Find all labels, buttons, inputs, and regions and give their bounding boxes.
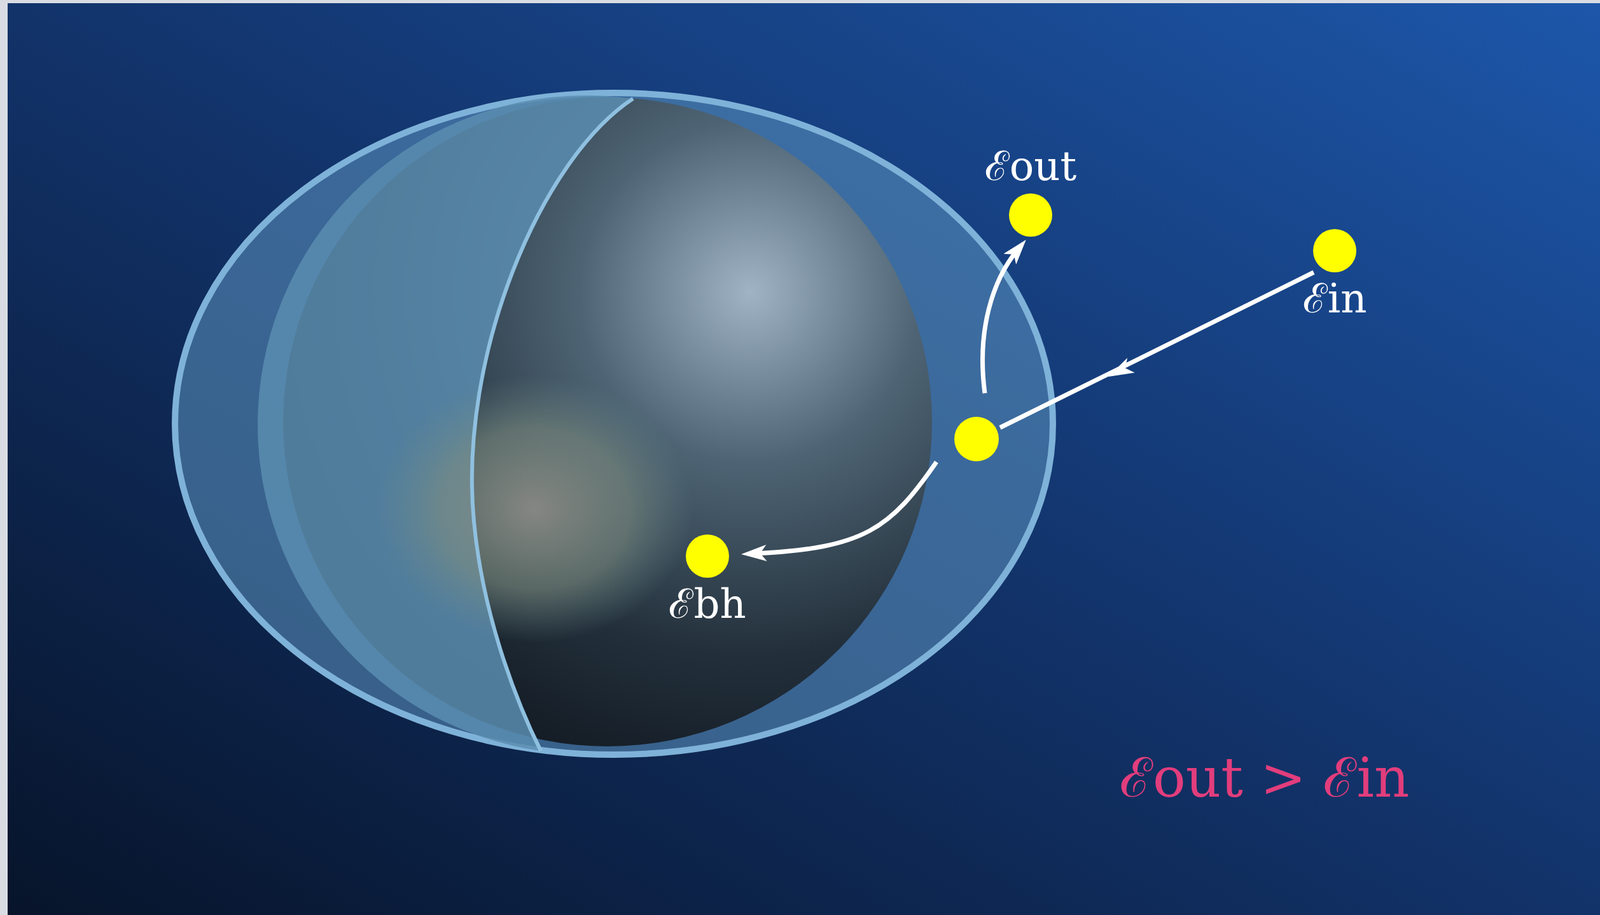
particle-node: ℰin (1299, 228, 1371, 326)
infalling-path (753, 461, 937, 554)
energy-label: ℰin (1299, 272, 1371, 326)
energy-label: ℰout (980, 140, 1081, 193)
particle-dot (1008, 192, 1053, 238)
particle-dot (954, 416, 999, 462)
outgoing-path (982, 249, 1018, 394)
ergosphere (174, 92, 1053, 755)
particle-dot (1312, 228, 1357, 273)
particle-dot (685, 533, 730, 579)
incoming-path (1000, 272, 1314, 428)
particle-node: ℰout (980, 140, 1081, 238)
arrow-head (1119, 348, 1165, 371)
energy-label: ℰbh (664, 578, 750, 631)
particle-dot (685, 534, 730, 578)
energy-inequality: ℰout > ℰin (1119, 737, 1410, 813)
particle-dot (1313, 229, 1357, 273)
cut-line (472, 98, 634, 751)
frame-edge (0, 0, 8, 915)
particle-dot (1008, 193, 1053, 237)
particle-node: ℰbh (664, 533, 750, 631)
inner-glow (375, 375, 694, 643)
frame-edge (0, 0, 1600, 4)
